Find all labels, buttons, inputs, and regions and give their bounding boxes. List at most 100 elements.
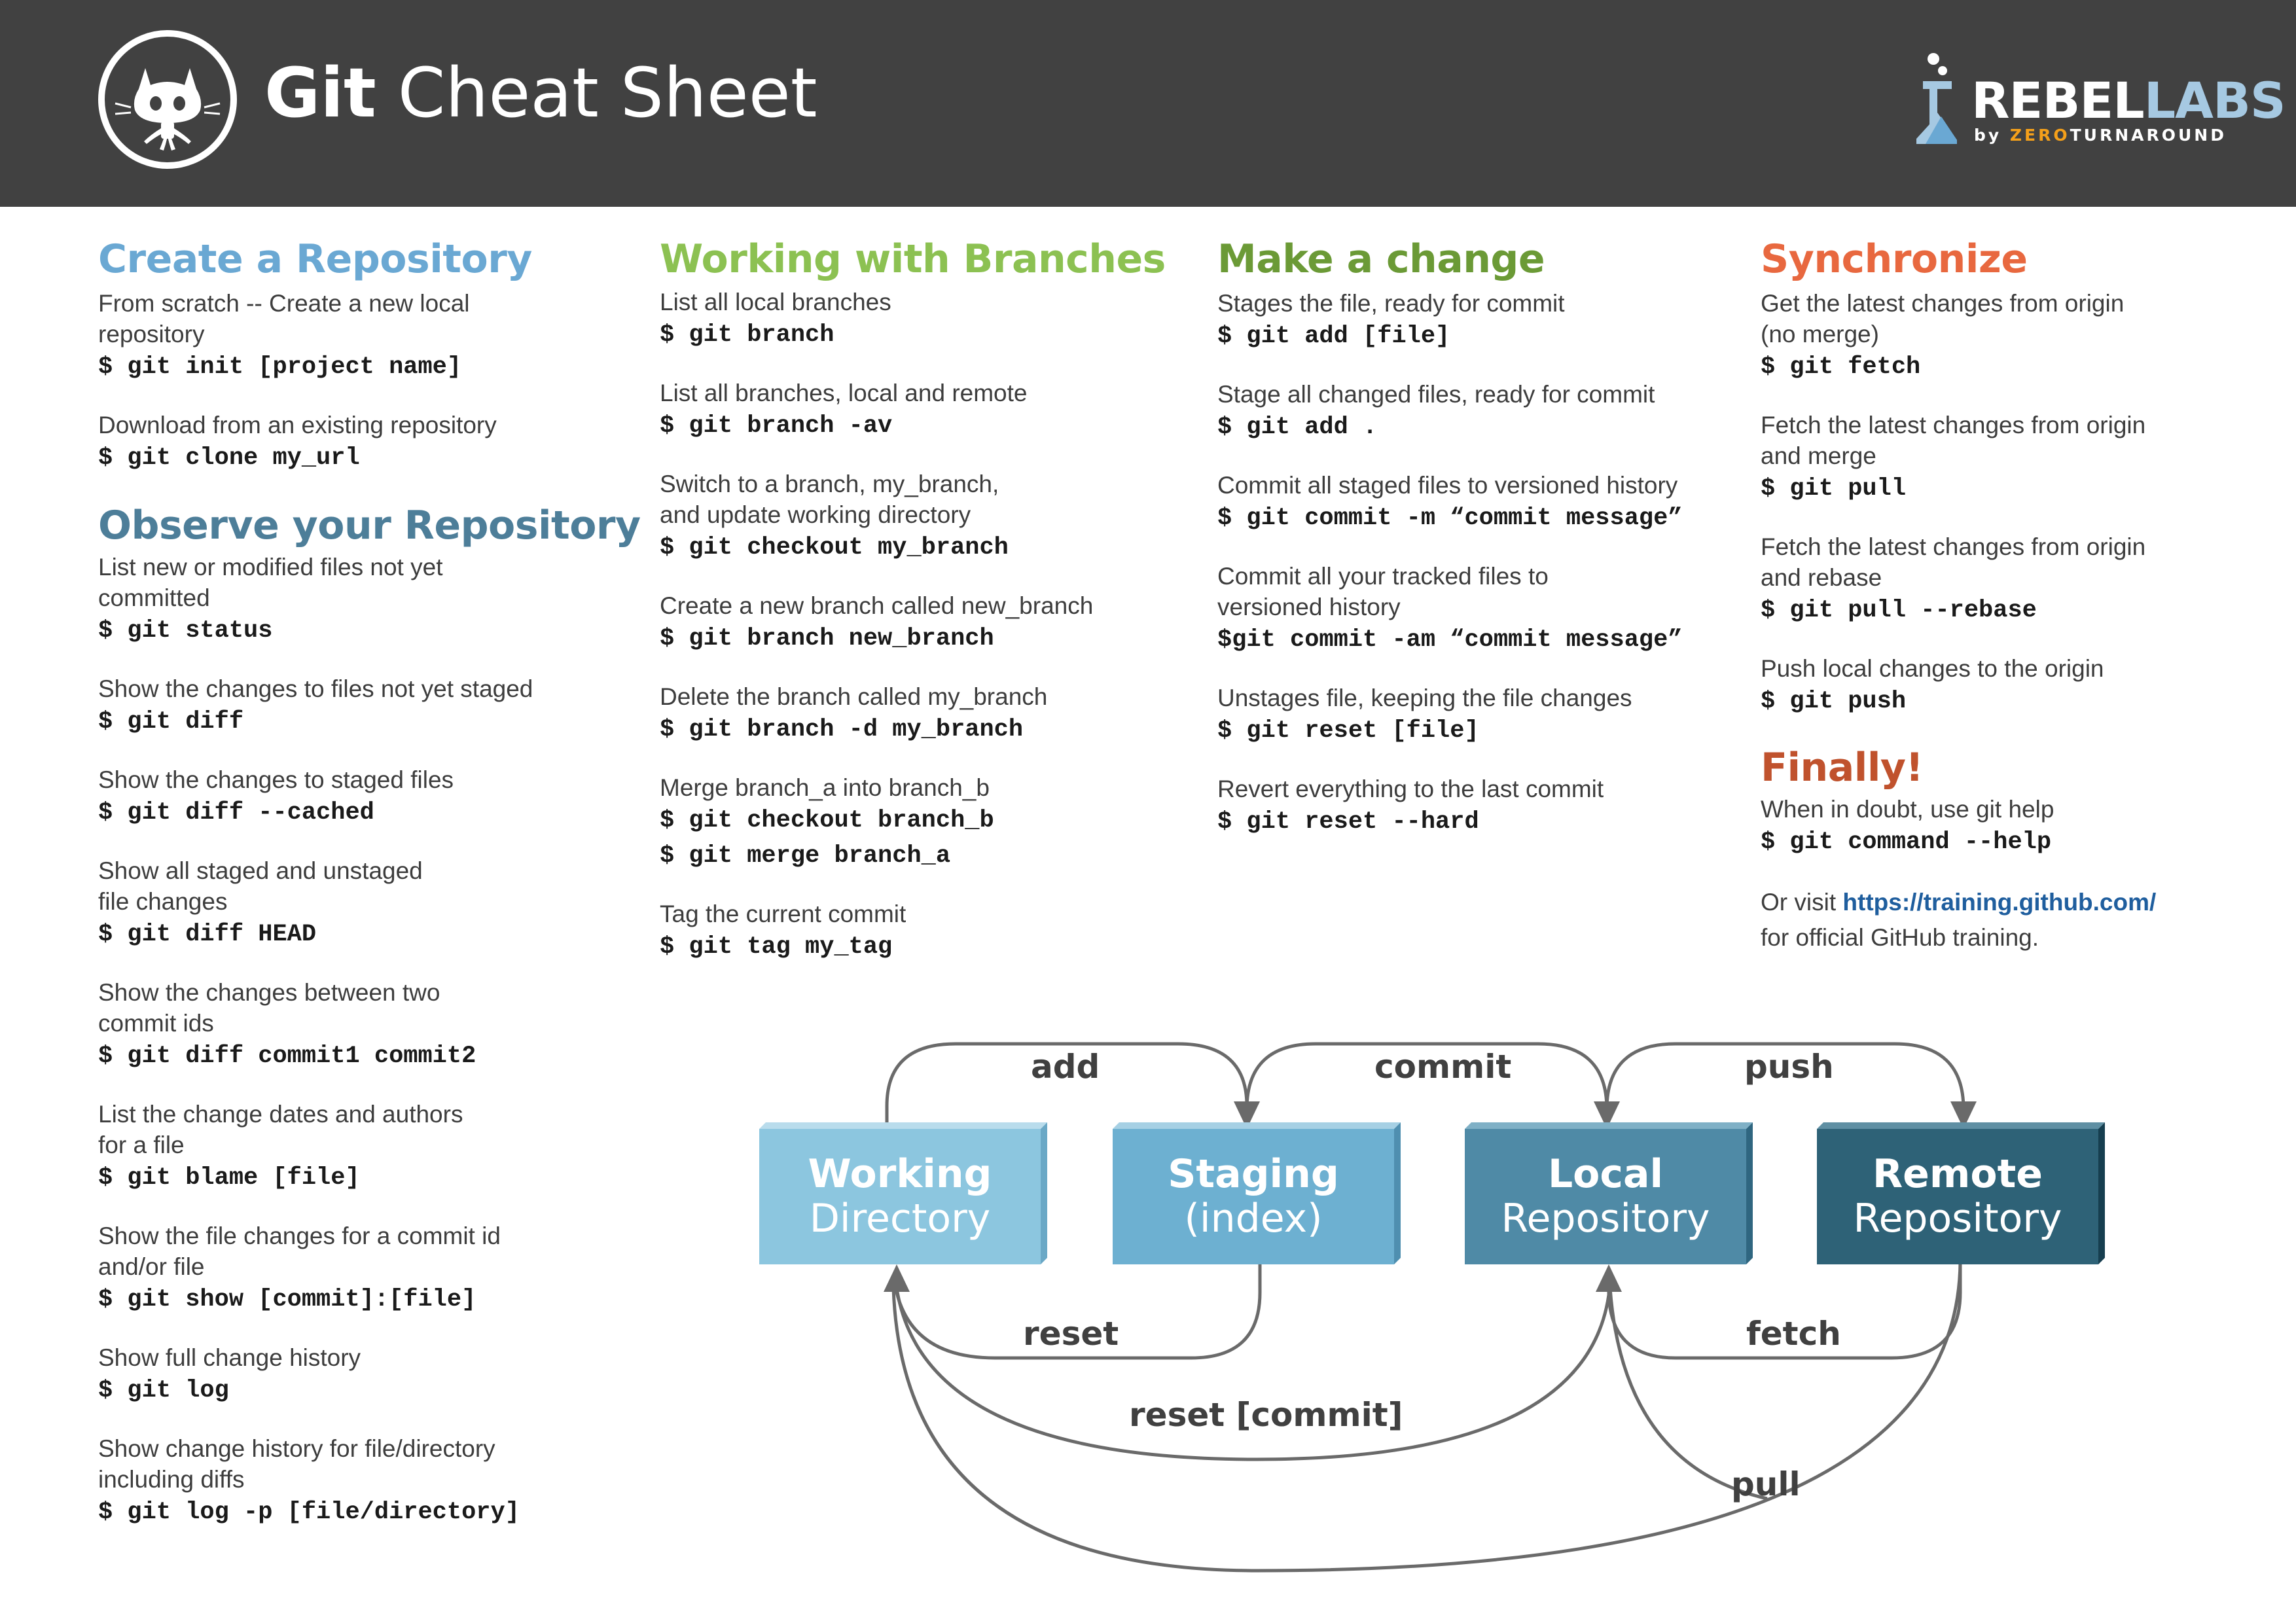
title-cheat-sheet: Cheat Sheet — [376, 53, 817, 133]
arrow-reset-commit — [895, 1282, 1612, 1461]
item-command: $ git tag my_tag — [660, 933, 893, 961]
arrow-commit — [1245, 1042, 1609, 1110]
item-description: Delete the branch called my_branch — [660, 683, 1048, 710]
list-item: Revert everything to the last commit $ g… — [1217, 774, 1754, 840]
item-command: $ git log — [98, 1377, 229, 1404]
arrowhead-push — [1950, 1101, 1977, 1129]
item-description: Get the latest changes from origin (no m… — [1761, 290, 2125, 348]
item-description: List all branches, local and remote — [660, 380, 1028, 406]
list-item: Switch to a branch, my_branch, and updat… — [660, 469, 1026, 565]
item-description: Commit all your tracked files to version… — [1217, 563, 1549, 620]
list-item: Show the changes to files not yet staged… — [98, 673, 622, 740]
arrowhead-working-in — [884, 1264, 910, 1292]
arrow-add — [885, 1042, 1249, 1129]
list-item: From scratch -- Create a new local repos… — [98, 288, 517, 385]
label-add: add — [1031, 1048, 1100, 1086]
arrow-push — [1605, 1042, 1965, 1110]
list-item: Delete the branch called my_branch $ git… — [660, 681, 1196, 747]
list-item: Unstages file, keeping the file changes … — [1217, 683, 1754, 749]
item-description: Download from an existing repository — [98, 412, 497, 438]
list-item: Tag the current commit $ git tag my_tag — [660, 899, 1196, 965]
item-description: Fetch the latest changes from origin and… — [1761, 412, 2146, 469]
label-commit: commit — [1374, 1048, 1512, 1086]
item-command: $ git pull --rebase — [1761, 597, 2037, 624]
box-label-local: Local Repository — [1465, 1152, 1746, 1241]
page-title: Git Cheat Sheet — [264, 59, 817, 127]
column-create-observe: Create a Repository From scratch -- Crea… — [98, 236, 641, 1555]
list-item: Fetch the latest changes from origin and… — [1761, 531, 2153, 628]
list-item: Show the changes between two commit ids … — [98, 977, 476, 1074]
list-item: Merge branch_a into branch_b $ git check… — [660, 772, 1196, 874]
label-reset-commit: reset [commit] — [1129, 1396, 1403, 1434]
item-command: $ git fetch — [1761, 353, 1921, 381]
item-command: $ git push — [1761, 688, 1907, 715]
list-item: Commit all staged files to versioned his… — [1217, 470, 1754, 536]
by-zeroturnaround: by ZEROTURNAROUND — [1974, 126, 2227, 145]
turnaround-word: TURNAROUND — [2070, 126, 2227, 145]
list-item: Download from an existing repository $ g… — [98, 410, 622, 476]
section-title-branches: Working with Branches — [660, 236, 1166, 282]
rebellabs-wordmark: REBELLABS — [1971, 76, 2286, 126]
list-item: Stages the file, ready for commit $ git … — [1217, 288, 1754, 354]
box-title: Local — [1547, 1151, 1664, 1197]
box-remote-repository — [1817, 1122, 2105, 1264]
item-command: $ git status — [98, 617, 273, 645]
training-link[interactable]: https://training.github.com/ — [1842, 889, 2157, 916]
column-branches: Working with Branches List all local bra… — [660, 236, 1196, 990]
item-command: $ git merge branch_a — [660, 842, 951, 870]
list-item: Show the changes to staged files $ git d… — [98, 764, 622, 830]
list-item: Show change history for file/directory i… — [98, 1433, 543, 1530]
list-item: Push local changes to the origin $ git p… — [1761, 653, 2219, 719]
item-command: $ git branch -av — [660, 412, 893, 440]
item-command: $ git branch new_branch — [660, 625, 994, 652]
label-fetch: fetch — [1746, 1315, 1841, 1353]
label-push: push — [1744, 1048, 1834, 1086]
box-label-staging: Staging (index) — [1113, 1152, 1394, 1241]
box-subtitle: Repository — [1853, 1196, 2062, 1241]
column-make-change: Make a change Stages the file, ready for… — [1217, 236, 1754, 865]
item-command: $ git reset --hard — [1217, 808, 1479, 836]
item-description: Merge branch_a into branch_b — [660, 774, 990, 801]
section-title-finally: Finally! — [1761, 745, 1924, 791]
item-command: $ git blame [file] — [98, 1164, 360, 1192]
item-description: Show the changes to staged files — [98, 766, 454, 793]
box-label-working: Working Directory — [759, 1152, 1041, 1241]
box-local-repository — [1465, 1122, 1753, 1264]
item-command: $ git branch — [660, 321, 834, 349]
box-title: Remote — [1872, 1151, 2043, 1197]
item-description: Stages the file, ready for commit — [1217, 290, 1565, 317]
item-description: When in doubt, use git help — [1761, 796, 2054, 823]
box-label-remote: Remote Repository — [1817, 1152, 2098, 1241]
box-staging — [1113, 1122, 1401, 1264]
item-description: Stage all changed files, ready for commi… — [1217, 381, 1655, 408]
list-item: When in doubt, use git help $ git comman… — [1761, 794, 2219, 860]
github-octocat-logo — [98, 30, 237, 169]
item-description: List the change dates and authors for a … — [98, 1101, 463, 1158]
item-description: List all local branches — [660, 289, 891, 315]
item-command: $ git diff — [98, 708, 244, 736]
box-title: Working — [808, 1151, 992, 1197]
zero-word: ZERO — [2009, 126, 2070, 145]
item-description: Show the file changes for a commit id an… — [98, 1222, 501, 1280]
item-description: Create a new branch called new_branch — [660, 592, 1094, 619]
column-synchronize: Synchronize Get the latest changes from … — [1761, 236, 2219, 955]
list-item: List all local branches $ git branch — [660, 287, 1196, 353]
box-title: Staging — [1168, 1151, 1339, 1197]
item-description: Fetch the latest changes from origin and… — [1761, 533, 2146, 591]
list-item: Show full change history $ git log — [98, 1342, 622, 1408]
item-command: $ git diff commit1 commit2 — [98, 1043, 476, 1070]
list-item: Get the latest changes from origin (no m… — [1761, 288, 2153, 385]
arrow-pull-local — [1608, 1287, 1768, 1501]
training-note: Or visit https://training.github.com/ fo… — [1761, 885, 2219, 955]
arrow-pull — [891, 1261, 1962, 1573]
list-item: List new or modified files not yet commi… — [98, 552, 478, 649]
arrow-reset — [893, 1262, 1262, 1360]
item-description: Commit all staged files to versioned his… — [1217, 472, 1678, 499]
box-working-directory — [759, 1122, 1047, 1264]
item-description: From scratch -- Create a new local repos… — [98, 290, 470, 348]
label-reset: reset — [1023, 1315, 1119, 1353]
list-item: Fetch the latest changes from origin and… — [1761, 410, 2153, 507]
octocat-icon — [115, 68, 221, 151]
item-command: $ git diff --cached — [98, 799, 374, 827]
